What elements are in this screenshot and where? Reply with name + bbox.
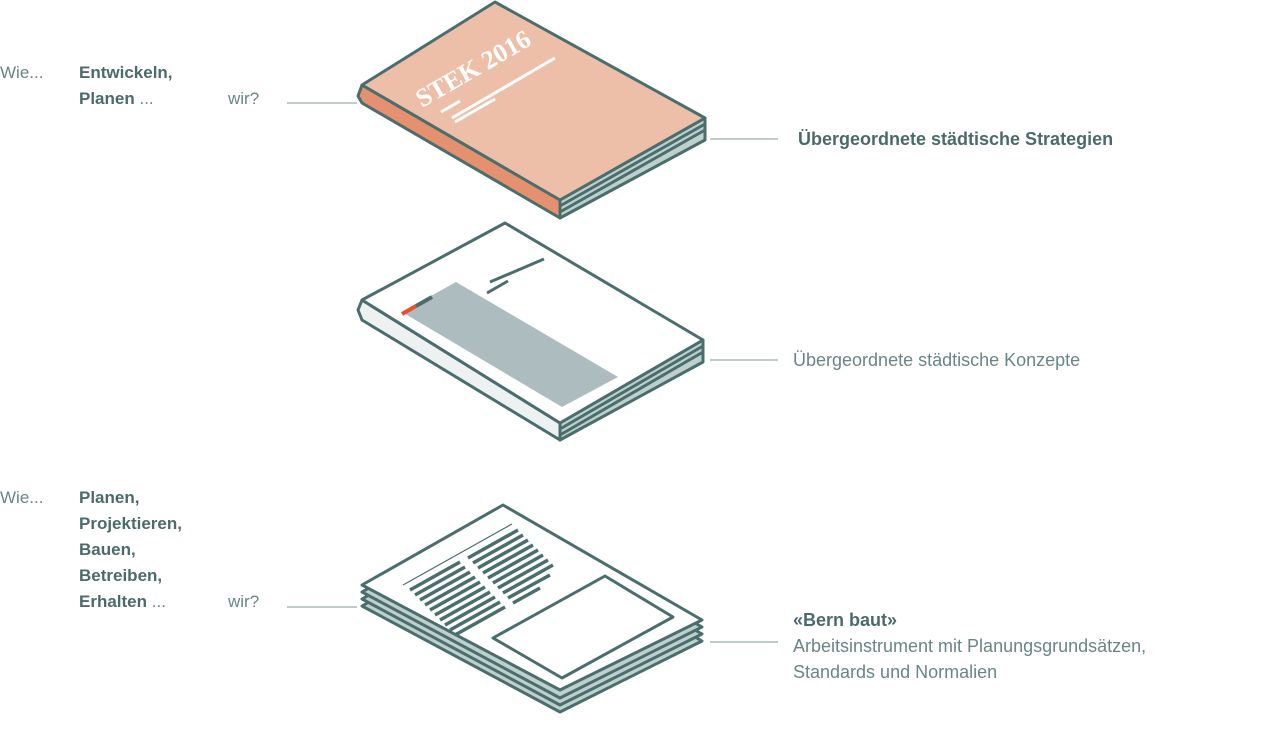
- document-bern-baut: [360, 503, 704, 714]
- row2-suffix: wir?: [228, 592, 260, 611]
- row2-verb: Erhalten: [79, 592, 148, 611]
- row1-verb-last: Planen ...: [79, 86, 154, 112]
- book-concepts: [356, 221, 705, 442]
- book-stek-2016: STEK 2016: [356, 0, 707, 220]
- row1-verb: Entwickeln,: [79, 63, 173, 82]
- row2-verb: Bauen,: [79, 540, 136, 559]
- row2-verb: Projektieren,: [79, 514, 182, 533]
- label-bern-baut-line: Standards und Normalien: [793, 662, 998, 682]
- ellipsis: ...: [147, 592, 166, 611]
- row1-suffix: wir?: [228, 89, 260, 108]
- row2-verb-last: Erhalten ...: [79, 589, 166, 615]
- row1-prefix: Wie...: [0, 63, 44, 82]
- label-strategies: Übergeordnete städtische Strategien: [798, 129, 1114, 149]
- row2-verb: Planen,: [79, 488, 140, 507]
- row2-verb: Betreiben,: [79, 566, 163, 585]
- image-frame: [491, 574, 675, 680]
- label-concepts: Übergeordnete städtische Konzepte: [793, 350, 1081, 370]
- row2-prefix: Wie...: [0, 488, 44, 507]
- ellipsis: ...: [134, 89, 154, 108]
- row1-verb: Planen: [79, 89, 135, 108]
- leader-lines: [287, 102, 778, 643]
- text-lines: [409, 528, 554, 637]
- grey-block: [402, 282, 618, 407]
- label-bern-baut-line: Arbeitsinstrument mit Planungsgrundsätze…: [793, 636, 1147, 656]
- label-bern-baut-title: «Bern baut»: [793, 610, 898, 630]
